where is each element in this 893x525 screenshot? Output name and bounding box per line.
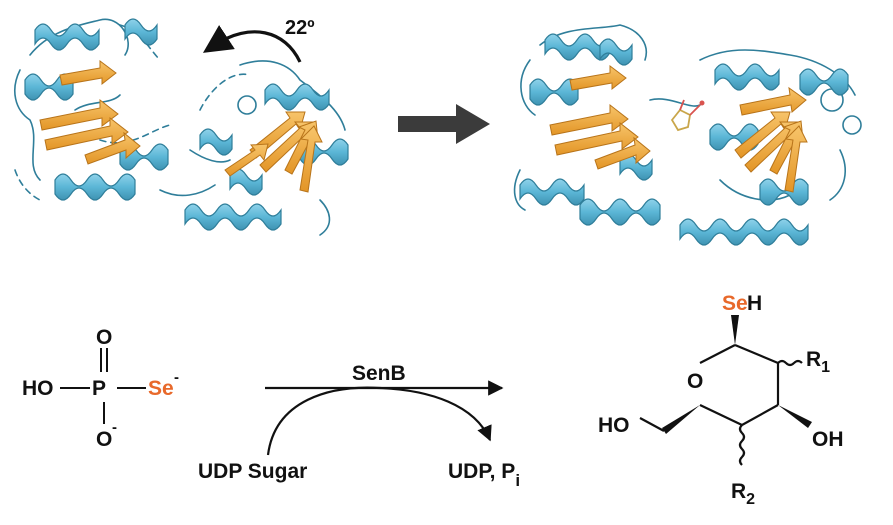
oxo-label: O bbox=[96, 326, 112, 349]
selenosugar-product bbox=[639, 315, 812, 466]
product-hydrogen-label: H bbox=[747, 292, 762, 315]
cosubstrate-arc bbox=[266, 386, 492, 456]
selenium-label: Se bbox=[148, 377, 174, 400]
product-hydroxymethyl-label: HO bbox=[598, 414, 630, 437]
protein-structure-open bbox=[14, 18, 349, 236]
protein-structure-closed bbox=[513, 24, 862, 246]
oxide-charge: - bbox=[112, 419, 117, 436]
cosubstrate-label: UDP Sugar bbox=[198, 460, 307, 483]
selenophosphate: HO P Se - O O - bbox=[22, 326, 179, 451]
r1-label: R1 bbox=[806, 348, 830, 376]
byproduct-label: UDP, Pi bbox=[448, 460, 520, 490]
phosphorus-label: P bbox=[92, 377, 106, 400]
transition-arrow bbox=[398, 104, 490, 144]
product-selenium-label: Se bbox=[722, 292, 748, 315]
oxide-label: O bbox=[96, 428, 112, 451]
r2-label: R2 bbox=[731, 480, 755, 508]
ring-oxygen-label: O bbox=[687, 370, 703, 393]
hydroxyl-label: HO bbox=[22, 377, 54, 400]
bound-ligand bbox=[670, 99, 705, 132]
selenium-charge: - bbox=[174, 369, 179, 386]
rotation-arrow bbox=[202, 25, 302, 63]
rotation-angle-label: 22º bbox=[285, 17, 315, 39]
product-hydroxyl-label: OH bbox=[812, 428, 844, 451]
enzyme-label: SenB bbox=[352, 362, 406, 385]
